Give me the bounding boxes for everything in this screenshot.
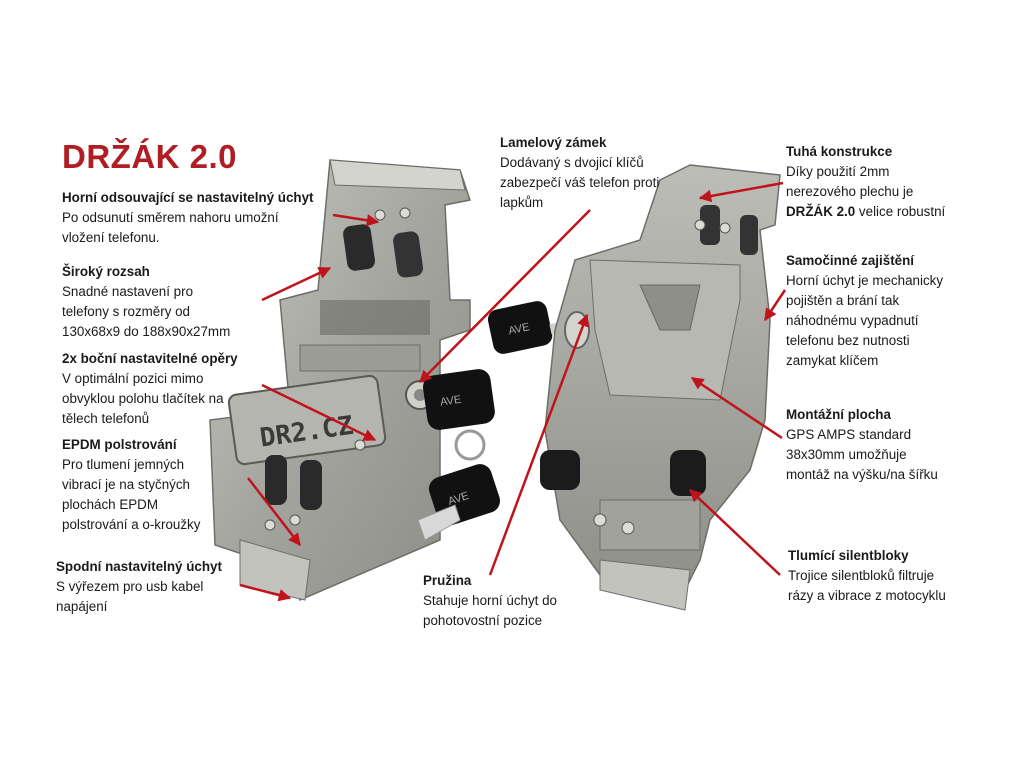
callout-body-tail: velice robustní bbox=[855, 204, 946, 219]
callout-heading: Horní odsouvající se nastavitelný úchyt bbox=[62, 190, 314, 205]
callout-arrows bbox=[239, 181, 787, 602]
callout-heading: Pružina bbox=[423, 573, 472, 588]
callout-spodni-uchyt: Spodní nastavitelný úchyt S výřezem pro … bbox=[56, 557, 222, 617]
arrow-samocinne bbox=[763, 289, 787, 322]
callout-body: Trojice silentbloků filtruje rázy a vibr… bbox=[788, 568, 946, 603]
arrow-bocni bbox=[261, 383, 377, 442]
callout-tuha-konstrukce: Tuhá konstrukce Díky použití 2mm nerezov… bbox=[786, 142, 945, 222]
arrow-montazni bbox=[690, 376, 783, 440]
callout-body-bold: DRŽÁK 2.0 bbox=[786, 204, 856, 219]
callout-heading: EPDM polstrování bbox=[62, 437, 177, 452]
arrow-siroky bbox=[261, 266, 332, 302]
callout-body: Po odsunutí směrem nahoru umožní vložení… bbox=[62, 210, 279, 245]
front-holder-image: DR2.CZ bbox=[209, 159, 471, 602]
callout-body: Díky použití 2mm nerezového plechu je bbox=[786, 164, 914, 199]
callout-samocinne-zajisteni: Samočinné zajištění Horní úchyt je mecha… bbox=[786, 251, 943, 371]
key-brand-text: AVE bbox=[507, 321, 530, 337]
arrow-tuha bbox=[698, 181, 784, 203]
callout-heading: Tuhá konstrukce bbox=[786, 144, 893, 159]
callout-pruzina: Pružina Stahuje horní úchyt do pohotovos… bbox=[423, 571, 557, 631]
arrow-epdm bbox=[247, 477, 301, 546]
callout-epdm: EPDM polstrování Pro tlumení jemných vib… bbox=[62, 435, 200, 535]
callout-body: S výřezem pro usb kabel napájení bbox=[56, 579, 204, 614]
callout-body: GPS AMPS standard 38x30mm umožňuje montá… bbox=[786, 427, 938, 482]
key-brand-text-2: AVE bbox=[439, 394, 462, 409]
callout-body: Horní úchyt je mechanicky pojištěn a brá… bbox=[786, 273, 944, 368]
callout-heading: Lamelový zámek bbox=[500, 135, 607, 150]
callout-tlumici-silentbloky: Tlumící silentbloky Trojice silentbloků … bbox=[788, 546, 946, 606]
callout-body: V optimální pozici mimo obvyklou polohu … bbox=[62, 371, 224, 426]
callout-heading: Samočinné zajištění bbox=[786, 253, 914, 268]
callout-heading: Montážní plocha bbox=[786, 407, 891, 422]
callout-heading: Tlumící silentbloky bbox=[788, 548, 909, 563]
callout-body: Snadné nastavení pro telefony s rozměry … bbox=[62, 284, 231, 339]
arrow-horni bbox=[332, 213, 380, 227]
callout-montazni-plocha: Montážní plocha GPS AMPS standard 38x30m… bbox=[786, 405, 938, 485]
callout-heading: 2x boční nastavitelné opěry bbox=[62, 351, 238, 366]
callout-siroky-rozsah: Široký rozsah Snadné nastavení pro telef… bbox=[62, 262, 230, 342]
arrow-lamelovy bbox=[419, 209, 591, 383]
callout-heading: Spodní nastavitelný úchyt bbox=[56, 559, 222, 574]
arrow-tlumici bbox=[689, 489, 781, 576]
callout-body: Dodávaný s dvojicí klíčů zabezpečí váš t… bbox=[500, 155, 660, 210]
callout-lamelovy-zamek: Lamelový zámek Dodávaný s dvojicí klíčů … bbox=[500, 133, 659, 213]
callout-horni-uchyt: Horní odsouvající se nastavitelný úchyt … bbox=[62, 188, 314, 248]
arrow-spodni bbox=[239, 583, 292, 602]
callout-heading: Široký rozsah bbox=[62, 264, 150, 279]
page-title: DRŽÁK 2.0 bbox=[62, 138, 238, 175]
back-holder-image bbox=[540, 164, 781, 611]
callout-bocni-opery: 2x boční nastavitelné opěry V optimální … bbox=[62, 349, 238, 429]
arrow-pruzina bbox=[488, 313, 589, 576]
callout-body: Pro tlumení jemných vibrací je na styčný… bbox=[62, 457, 201, 532]
callout-body: Stahuje horní úchyt do pohotovostní pozi… bbox=[423, 593, 557, 628]
